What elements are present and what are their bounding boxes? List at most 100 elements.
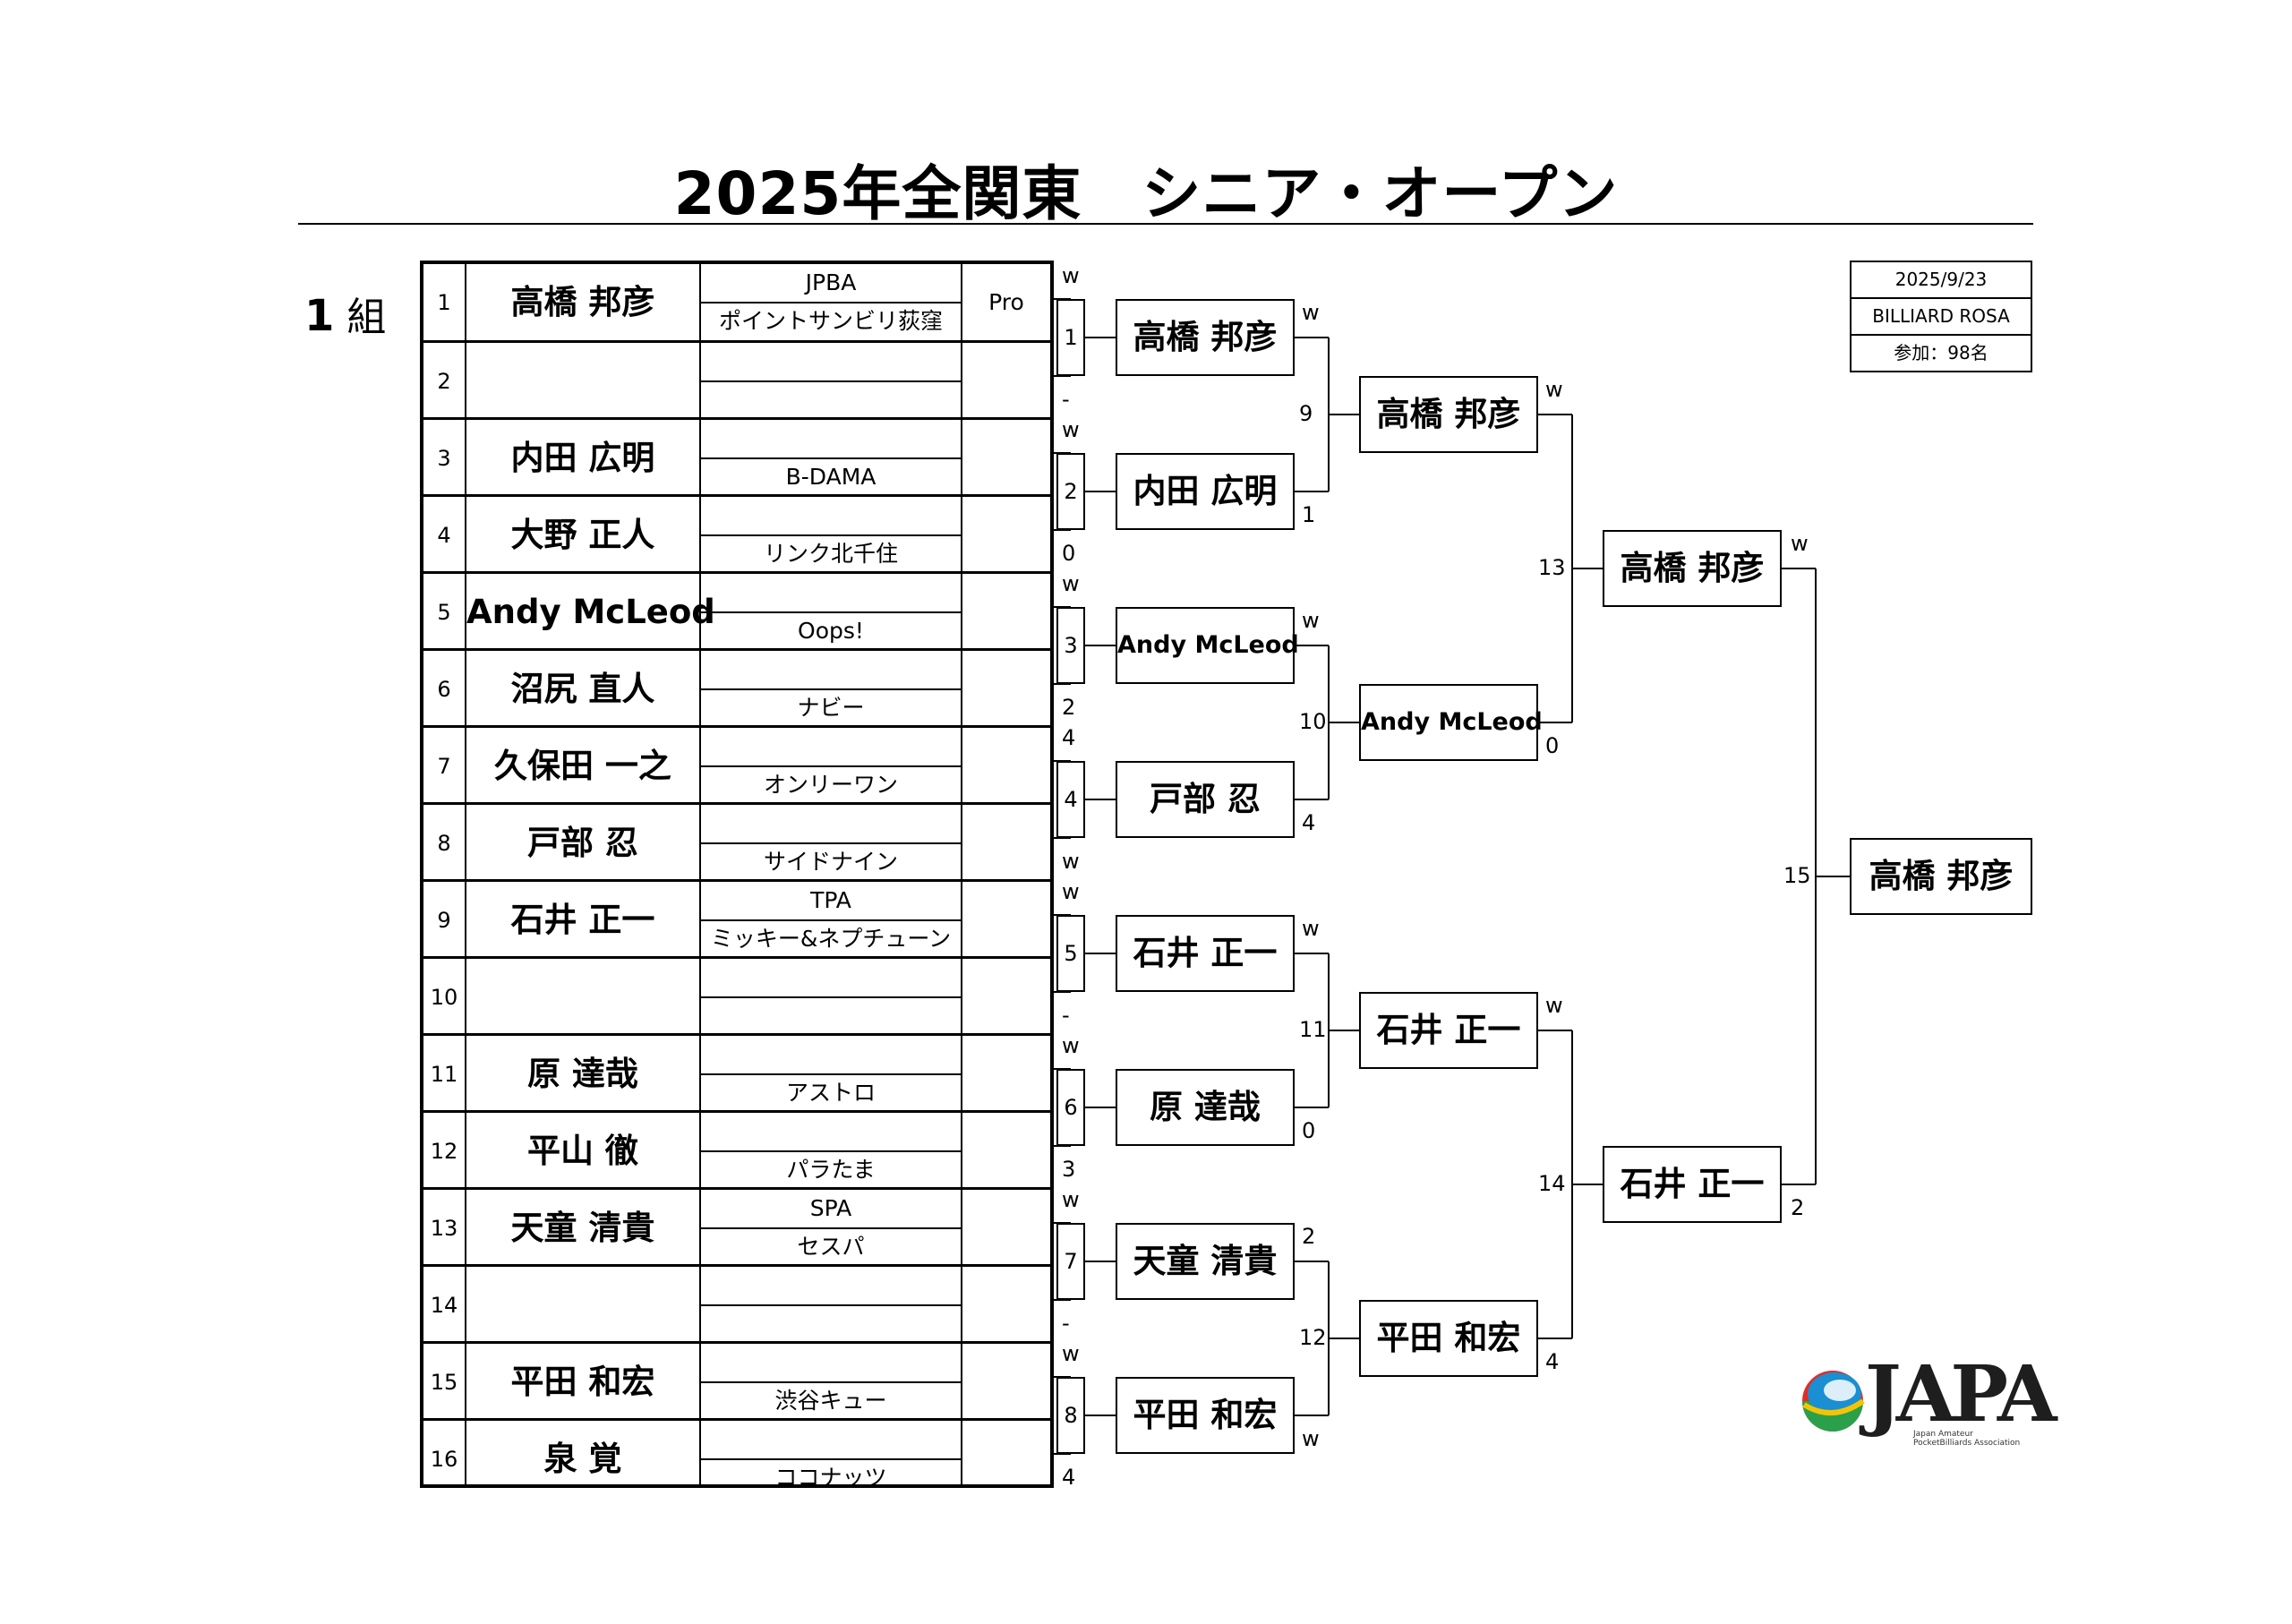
affiliation-divider [701,919,961,921]
round4-score-bottom: 2 [1791,1195,1805,1220]
affiliation-divider [701,1073,961,1075]
seed-number: 11 [430,1062,458,1087]
affiliation-divider [701,380,961,382]
roster-column-divider [465,264,466,1484]
player-row: 9 石井 正一 TPA ミッキー&ネプチューン [423,879,1050,956]
affiliation-divider [701,688,961,690]
player-affiliation-secondary: ナビー [797,695,865,721]
round2-player-top: 天童 清貴 [1116,1223,1295,1300]
round2-player-bottom: 平田 和宏 [1116,1377,1295,1454]
player-affiliation-secondary: オンリーワン [763,772,898,798]
player-affiliation-secondary: ミッキー&ネプチューン [710,926,952,952]
player-name: 戸部 忍 [527,824,638,862]
seed-number: 15 [430,1370,458,1395]
player-row: 12 平山 徹パラたま [423,1110,1050,1187]
round1-match-number: 6 [1056,1069,1085,1146]
japa-line1: Japan Amateur [1913,1430,1973,1439]
player-name: 久保田 一之 [494,747,671,785]
round3-score-bottom: 0 [1545,733,1560,758]
round2-player-bottom: 原 達哉 [1116,1069,1295,1146]
round1-score-bottom: 2 [1062,695,1076,720]
player-affiliation-secondary: ココナッツ [774,1465,887,1491]
player-name: 高橋 邦彦 [510,283,655,321]
player-name: 原 達哉 [527,1055,638,1093]
round1-score-top: w [1062,263,1080,288]
player-row: 11 原 達哉アストロ [423,1033,1050,1110]
champion-box: 高橋 邦彦 [1850,838,2032,915]
round4-player-top: 高橋 邦彦 [1603,530,1782,607]
roster-column-divider [961,264,962,1484]
round1-match-number: 2 [1056,453,1085,530]
pro-flag: Pro [988,289,1024,315]
round1-score-bottom: 4 [1062,1465,1076,1490]
seed-number: 10 [430,985,458,1010]
japa-wordmark: JAPA [1865,1349,2057,1440]
round4-score-top: w [1791,531,1809,556]
player-row: 8 戸部 忍サイドナイン [423,802,1050,879]
round1-score-top: 4 [1062,725,1076,750]
affiliation-divider [701,611,961,613]
round3-match-number: 13 [1538,555,1566,580]
player-affiliation-primary: SPA [809,1195,852,1221]
player-name: 平山 徹 [527,1132,638,1170]
seed-number: 13 [430,1216,458,1241]
round1-score-bottom: - [1062,387,1070,412]
round3-match-number: 14 [1538,1171,1566,1196]
player-affiliation-secondary: サイドナイン [763,849,898,875]
round3-player-top: 石井 正一 [1359,992,1538,1069]
player-row: 14 [423,1264,1050,1341]
seed-number: 1 [437,290,451,315]
round3-player-top: 高橋 邦彦 [1359,376,1538,453]
player-row: 10 [423,956,1050,1033]
round2-player-top: Andy McLeod [1116,607,1299,684]
seed-number: 9 [437,908,451,933]
seed-number: 8 [437,831,451,856]
seed-number: 14 [430,1293,458,1318]
player-affiliation-secondary: 渋谷キュー [774,1388,887,1414]
round2-player-top: 高橋 邦彦 [1116,299,1295,376]
round4-player-bottom: 石井 正一 [1603,1146,1782,1223]
seed-number: 12 [430,1139,458,1164]
round1-score-top: w [1062,1033,1080,1058]
round1-score-bottom: 0 [1062,541,1076,566]
round1-score-top: w [1062,879,1080,904]
player-name: 石井 正一 [510,901,655,939]
player-affiliation-secondary: アストロ [785,1080,876,1106]
round2-score-top: 2 [1302,1224,1316,1249]
player-affiliation-secondary: セスパ [797,1234,865,1260]
japa-emblem-icon [1802,1371,1865,1432]
seed-number: 16 [430,1447,458,1472]
player-name: 沼尻 直人 [510,670,655,708]
round1-match-number: 7 [1056,1223,1085,1300]
player-affiliation-secondary: B-DAMA [785,464,877,490]
round2-player-top: 石井 正一 [1116,915,1295,992]
player-name: Andy McLeod [466,593,715,631]
affiliation-divider [701,1150,961,1152]
player-affiliation-secondary: パラたま [786,1157,876,1183]
roster-column-divider [699,264,701,1484]
round2-player-bottom: 内田 広明 [1116,453,1295,530]
affiliation-divider [701,1458,961,1460]
round1-score-top: w [1062,1187,1080,1212]
group-number: 1 [304,291,335,341]
round2-score-top: w [1302,916,1320,941]
round1-score-top: w [1062,417,1080,442]
round1-score-top: w [1062,1341,1080,1366]
round1-match-number: 3 [1056,607,1085,684]
round3-score-top: w [1545,993,1563,1018]
seed-number: 2 [437,369,451,394]
player-name: 内田 広明 [510,439,655,477]
player-affiliation-primary: TPA [810,887,851,913]
affiliation-divider [701,1381,961,1383]
round2-score-bottom: 4 [1302,810,1316,835]
round1-score-bottom: 3 [1062,1157,1076,1182]
page-title: 2025年全関東 シニア・オープン [673,159,1619,228]
player-affiliation-secondary: ポイントサンビリ荻窪 [718,308,943,334]
